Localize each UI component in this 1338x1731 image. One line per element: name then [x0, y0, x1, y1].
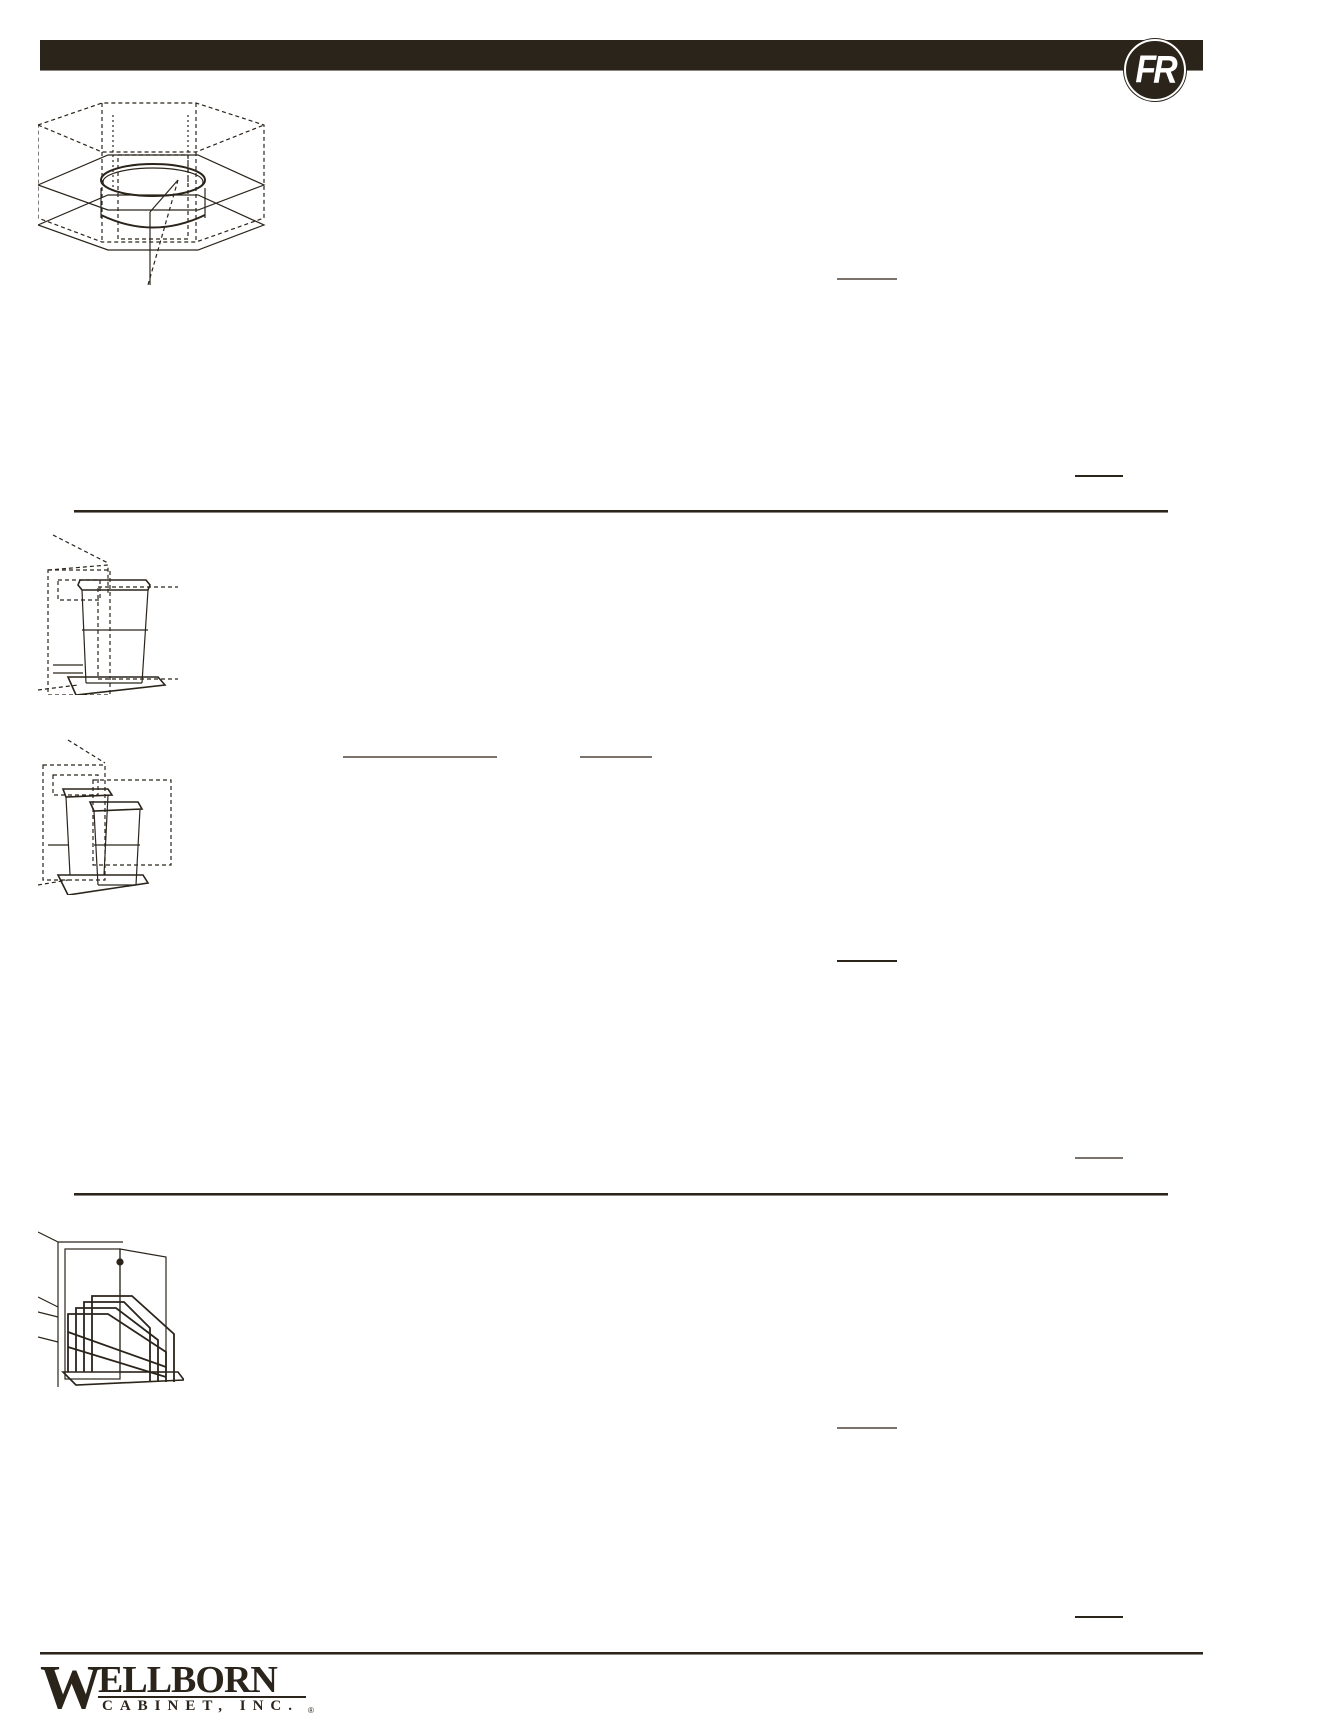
logo-name: ELLBORN: [98, 1659, 278, 1701]
fr-badge: FR: [1124, 39, 1186, 101]
fr-badge-text: FR: [1135, 47, 1177, 92]
header-bar: [40, 40, 1203, 71]
section-divider: [74, 1193, 1168, 1196]
logo-subtitle: CABINET, INC.: [102, 1698, 299, 1714]
section-divider: [74, 510, 1168, 513]
field-underline: [837, 960, 897, 962]
field-underline: [580, 756, 652, 758]
logo-underline: [98, 1696, 306, 1698]
logo-initial: W: [40, 1654, 102, 1722]
field-underline: [1075, 1616, 1123, 1618]
wellborn-logo: W ELLBORN CABINET, INC. ®: [40, 1654, 330, 1722]
field-underline: [1075, 475, 1123, 477]
footer-rule: [40, 1652, 1203, 1655]
field-underline: [837, 278, 897, 280]
corner-cabinet-lazy-susan-illustration: [38, 102, 266, 286]
field-underline: [343, 756, 497, 758]
field-underline: [1075, 1157, 1123, 1159]
registered-mark: ®: [308, 1706, 314, 1715]
tray-divider-pullout-illustration: [38, 1231, 184, 1387]
single-waste-bin-pullout-illustration: [38, 534, 178, 695]
field-underline: [837, 1427, 897, 1429]
double-waste-bin-pullout-illustration: [38, 739, 172, 895]
